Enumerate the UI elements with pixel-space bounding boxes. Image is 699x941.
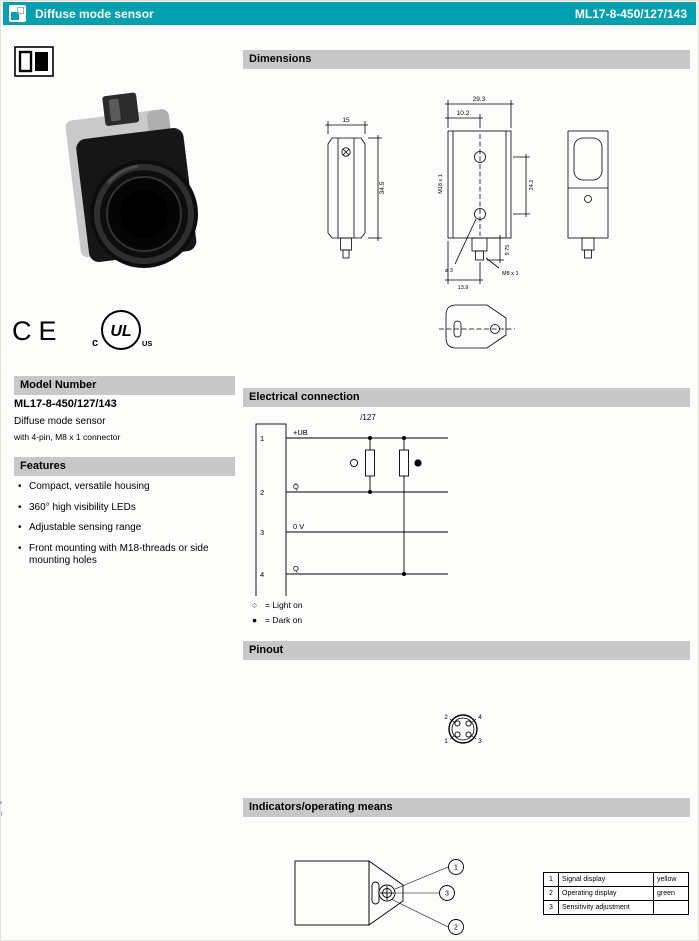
- dim-conn-length: 9.75: [505, 245, 511, 256]
- row-value: yellow: [653, 872, 689, 887]
- dim-front-width: 15: [342, 117, 350, 124]
- features-list: Compact, versatile housing 360° high vis…: [16, 481, 228, 576]
- model-number-text: ML17-8-450/127/143: [14, 398, 117, 410]
- row-label: Signal display: [558, 872, 654, 887]
- electrical-variant-label: /127: [360, 413, 376, 422]
- table-row: 1 Signal display yellow: [543, 872, 689, 887]
- dimensions-drawing: 15 34.5 29.3 10.2 M18 x 1 24.2 ø 3 13.9 …: [325, 96, 609, 349]
- dim-side-width: 29.3: [473, 96, 486, 103]
- callout-3: 3: [445, 891, 449, 898]
- brand-logo-icon: [9, 5, 26, 22]
- pinout-pin-top-right: 4: [478, 714, 482, 721]
- row-value: [653, 900, 689, 915]
- pin-1-label: +UB: [293, 428, 308, 437]
- dim-side-offset: 10.2: [457, 110, 470, 117]
- row-number: 3: [543, 900, 559, 915]
- dim-front-height: 34.5: [379, 181, 386, 194]
- pin-2-number: 2: [260, 488, 264, 497]
- feature-item: 360° high visibility LEDs: [16, 502, 228, 515]
- footer-filename: 908636_eng.xml: [0, 789, 2, 838]
- dim-hole-spacing: 24.2: [529, 180, 535, 191]
- indicators-drawing: 1 3 2: [294, 859, 464, 935]
- pinout-pin-top-left: 2: [444, 714, 448, 721]
- footer-date: Date of issue: 2013-01-03: [0, 863, 2, 938]
- electrical-legend: ○ = Light on ● = Dark on: [252, 598, 303, 628]
- pin-1-number: 1: [260, 434, 264, 443]
- page-title: Diffuse mode sensor: [35, 6, 154, 21]
- table-row: 2 Operating display green: [543, 886, 689, 901]
- electrical-diagram: /127 1 2 3 4 +UB Q̄ 0 V Q: [255, 413, 448, 596]
- pin-4-label: Q: [293, 564, 299, 573]
- dim-hole-dia: ø 3: [445, 268, 453, 274]
- callout-1: 1: [454, 865, 458, 872]
- dark-on-symbol: ●: [252, 615, 258, 625]
- table-row: 3 Sensitivity adjustment: [543, 900, 689, 915]
- dim-thread: M18 x 1: [438, 174, 444, 194]
- pinout-pin-bottom-left: 1: [444, 738, 448, 745]
- row-number: 1: [543, 872, 559, 887]
- section-features: Features: [14, 457, 235, 476]
- ul-letters: UL: [110, 323, 131, 340]
- logo-square-gray: [17, 7, 24, 14]
- section-indicators: Indicators/operating means: [243, 798, 690, 817]
- ul-c-label: c: [92, 337, 98, 349]
- legend-light-on: ○ = Light on: [252, 598, 303, 613]
- pin-3-label: 0 V: [293, 522, 304, 531]
- dim-conn-offset: 13.9: [458, 285, 469, 291]
- section-electrical: Electrical connection: [243, 388, 690, 407]
- dim-connector: M8 x 1: [502, 271, 519, 277]
- section-model-number: Model Number: [14, 376, 235, 395]
- pin-4-number: 4: [260, 570, 264, 579]
- light-on-text: = Light on: [265, 600, 303, 610]
- indicators-table: 1 Signal display yellow 2 Operating disp…: [543, 872, 689, 915]
- row-value: green: [653, 886, 689, 901]
- callout-2: 2: [454, 925, 458, 932]
- ce-mark: CE: [12, 316, 64, 346]
- row-number: 2: [543, 886, 559, 901]
- section-dimensions: Dimensions: [243, 50, 690, 69]
- feature-item: Compact, versatile housing: [16, 481, 228, 494]
- header-model-number: ML17-8-450/127/143: [574, 6, 687, 21]
- product-connector-note: with 4-pin, M8 x 1 connector: [14, 432, 121, 442]
- diffuse-sensor-symbol-icon: [14, 46, 54, 77]
- pin-3-number: 3: [260, 528, 264, 537]
- dark-on-text: = Dark on: [265, 615, 303, 625]
- feature-item: Adjustable sensing range: [16, 522, 228, 535]
- ul-us-label: US: [142, 339, 152, 348]
- product-description: Diffuse mode sensor: [14, 416, 106, 427]
- pin-2-label: Q̄: [293, 482, 299, 491]
- ul-mark: UL c US: [92, 310, 152, 350]
- light-on-symbol: ○: [252, 600, 258, 610]
- pinout-pin-bottom-right: 3: [478, 738, 482, 745]
- row-label: Sensitivity adjustment: [558, 900, 654, 915]
- pinout-diagram: 2 4 1 3: [444, 714, 482, 745]
- legend-dark-on: ● = Dark on: [252, 613, 303, 628]
- feature-item: Front mounting with M18-threads or side …: [16, 543, 228, 568]
- row-label: Operating display: [558, 886, 654, 901]
- footer-sidebar-text: Date of issue: 2013-01-03 908636_eng.xml: [0, 789, 2, 938]
- header-bar: Diffuse mode sensor ML17-8-450/127/143: [3, 2, 696, 25]
- logo-square-teal: [11, 12, 19, 20]
- product-photo: [65, 92, 198, 268]
- section-pinout: Pinout: [243, 641, 690, 660]
